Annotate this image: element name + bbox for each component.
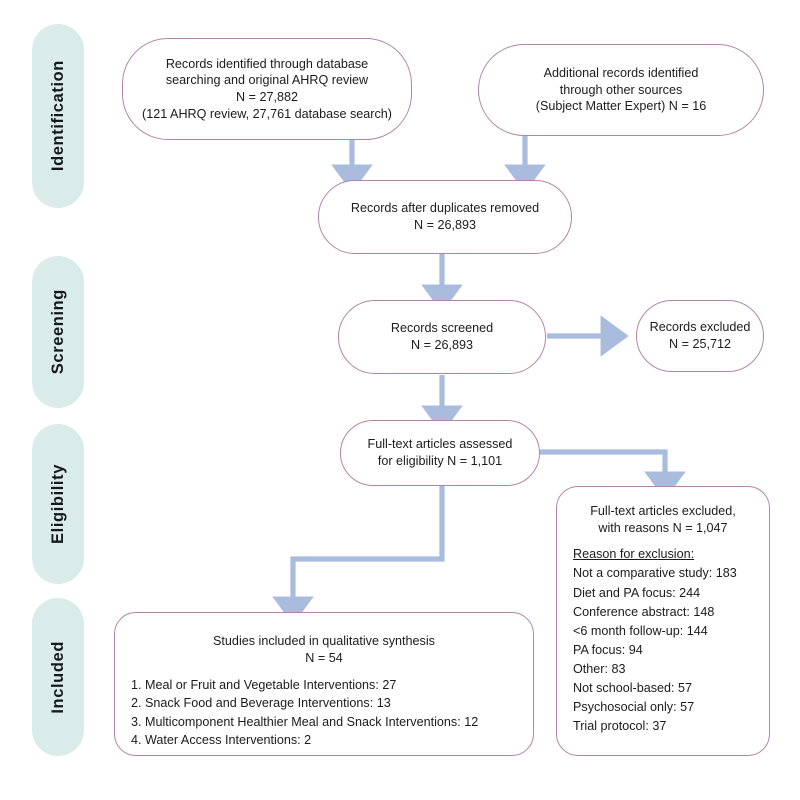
reason-for-exclusion-heading: Reason for exclusion:: [573, 547, 695, 562]
records-identified-line-3: N = 27,882: [236, 90, 298, 104]
additional-records-line-3: (Subject Matter Expert) N = 16: [535, 99, 707, 114]
records-identified-line-2: searching and original AHRQ review: [165, 73, 369, 88]
phase-label-included: Included: [48, 640, 67, 714]
records-excluded-line-2: N = 25,712: [669, 337, 731, 351]
fulltext-excluded-heading-line-1: Full-text articles excluded,: [590, 504, 736, 518]
additional-records-line-1: Additional records identified: [543, 66, 699, 81]
studies-included-category-list: 1. Meal or Fruit and Vegetable Intervent…: [131, 676, 517, 749]
reason-item-9: Trial protocol: 37: [573, 719, 667, 734]
reason-item-3: Conference abstract: 148: [573, 604, 715, 619]
box-records-screened: Records screened N = 26,893: [338, 300, 546, 374]
box-records-identified: Records identified through database sear…: [122, 38, 412, 140]
phase-pill-identification: Identification: [32, 24, 84, 208]
reason-item-4: <6 month follow-up: 144: [573, 623, 708, 638]
additional-records-line-2: through other sources: [559, 82, 683, 97]
phase-pill-screening: Screening: [32, 256, 84, 408]
reason-item-7: Not school-based: 57: [573, 681, 693, 696]
category-item-1: 1. Meal or Fruit and Vegetable Intervent…: [131, 678, 397, 693]
box-full-text-articles-excluded: Full-text articles excluded, with reason…: [556, 486, 770, 756]
category-item-2: 2. Snack Food and Beverage Interventions…: [131, 696, 391, 711]
box-records-excluded: Records excluded N = 25,712: [636, 300, 764, 372]
studies-included-heading-line-2: N = 54: [305, 650, 343, 665]
category-item-4: 4. Water Access Interventions: 2: [131, 732, 312, 747]
phase-label-screening: Screening: [48, 289, 67, 375]
records-identified-line-1: Records identified through database: [165, 56, 369, 71]
reason-item-1: Not a comparative study: 183: [573, 566, 737, 581]
box-studies-included: Studies included in qualitative synthesi…: [114, 612, 534, 756]
phase-pill-included: Included: [32, 598, 84, 756]
box-additional-records: Additional records identified through ot…: [478, 44, 764, 136]
records-identified-line-4: (121 AHRQ review, 27,761 database search…: [142, 106, 392, 121]
phase-label-eligibility: Eligibility: [48, 464, 67, 544]
records-screened-line-1: Records screened: [390, 321, 494, 336]
studies-included-heading: Studies included in qualitative synthesi…: [131, 633, 517, 666]
fulltext-excluded-heading-line-2: with reasons N = 1,047: [598, 520, 728, 535]
records-excluded-line-1: Records excluded: [649, 320, 751, 335]
reason-item-5: PA focus: 94: [573, 642, 643, 657]
fulltext-assessed-line-2: for eligibility N = 1,101: [377, 454, 503, 468]
reason-item-8: Psychosocial only: 57: [573, 700, 695, 715]
records-screened-line-2: N = 26,893: [411, 338, 473, 352]
fulltext-excluded-reason-list: Reason for exclusion: Not a comparative …: [573, 545, 753, 736]
arrow-fulltext-to-excluded: [540, 449, 686, 500]
phase-pill-eligibility: Eligibility: [32, 424, 84, 584]
after-duplicates-line-1: Records after duplicates removed: [350, 201, 540, 216]
phase-label-identification: Identification: [48, 60, 67, 172]
reason-item-6: Other: 83: [573, 662, 626, 677]
fulltext-assessed-line-1: Full-text articles assessed: [367, 437, 513, 452]
category-item-3: 3. Multicomponent Healthier Meal and Sna…: [131, 714, 479, 729]
reason-item-2: Diet and PA focus: 244: [573, 585, 701, 600]
box-full-text-articles-assessed: Full-text articles assessed for eligibil…: [340, 420, 540, 486]
fulltext-excluded-heading: Full-text articles excluded, with reason…: [573, 503, 753, 536]
arrow-fulltext-to-included: [272, 486, 445, 625]
box-records-after-duplicates-removed: Records after duplicates removed N = 26,…: [318, 180, 572, 254]
studies-included-heading-line-1: Studies included in qualitative synthesi…: [213, 634, 435, 648]
after-duplicates-line-2: N = 26,893: [414, 218, 476, 232]
